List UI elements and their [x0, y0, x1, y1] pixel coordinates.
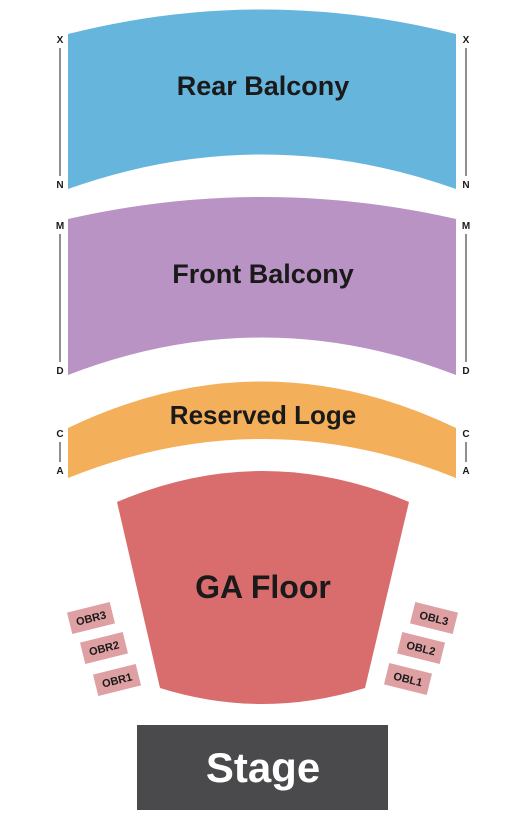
box-obr1[interactable]: OBR1 [92, 664, 142, 696]
reserved-loge-shape[interactable] [68, 381, 456, 479]
box-obr2-shape[interactable] [79, 632, 129, 664]
row-label-c-right: C [462, 429, 469, 440]
row-label-x-left: X [57, 35, 64, 46]
row-label-a-left: A [56, 466, 63, 477]
row-label-m-left: M [56, 221, 64, 232]
box-obr3-shape[interactable] [66, 602, 116, 634]
front-balcony-label: Front Balcony [172, 259, 354, 289]
rear-balcony-shape[interactable] [68, 9, 456, 190]
box-obl3[interactable]: OBL3 [409, 602, 459, 634]
box-obr2[interactable]: OBR2 [79, 632, 129, 664]
box-obr3[interactable]: OBR3 [66, 602, 116, 634]
stage-label: Stage [206, 744, 320, 791]
section-reserved-loge[interactable]: Reserved Loge [68, 381, 456, 479]
front-balcony-shape[interactable] [68, 197, 456, 375]
box-obl2[interactable]: OBL2 [396, 632, 446, 664]
section-ga-floor[interactable]: GA Floor [117, 471, 409, 704]
stage: Stage [137, 725, 388, 810]
box-obr1-shape[interactable] [92, 664, 142, 696]
row-label-n-right: N [462, 180, 469, 191]
row-label-d-left: D [56, 366, 63, 377]
row-label-d-right: D [462, 366, 469, 377]
ga-floor-shape[interactable] [117, 471, 409, 704]
row-markers-left: X N M D C A [56, 35, 64, 477]
ga-floor-label: GA Floor [195, 569, 331, 605]
row-label-a-right: A [462, 466, 469, 477]
row-markers-right: X N M D C A [462, 35, 470, 477]
row-label-c-left: C [56, 429, 63, 440]
row-label-m-right: M [462, 221, 470, 232]
row-label-x-right: X [463, 35, 470, 46]
row-label-n-left: N [56, 180, 63, 191]
rear-balcony-label: Rear Balcony [177, 71, 350, 101]
section-rear-balcony[interactable]: Rear Balcony [68, 9, 456, 190]
box-obl3-shape[interactable] [409, 602, 459, 634]
stage-shape [137, 725, 388, 810]
box-obl1[interactable]: OBL1 [383, 663, 433, 695]
box-obl2-shape[interactable] [396, 632, 446, 664]
section-front-balcony[interactable]: Front Balcony [68, 197, 456, 375]
box-obl1-shape[interactable] [383, 663, 433, 695]
reserved-loge-label: Reserved Loge [170, 400, 356, 430]
